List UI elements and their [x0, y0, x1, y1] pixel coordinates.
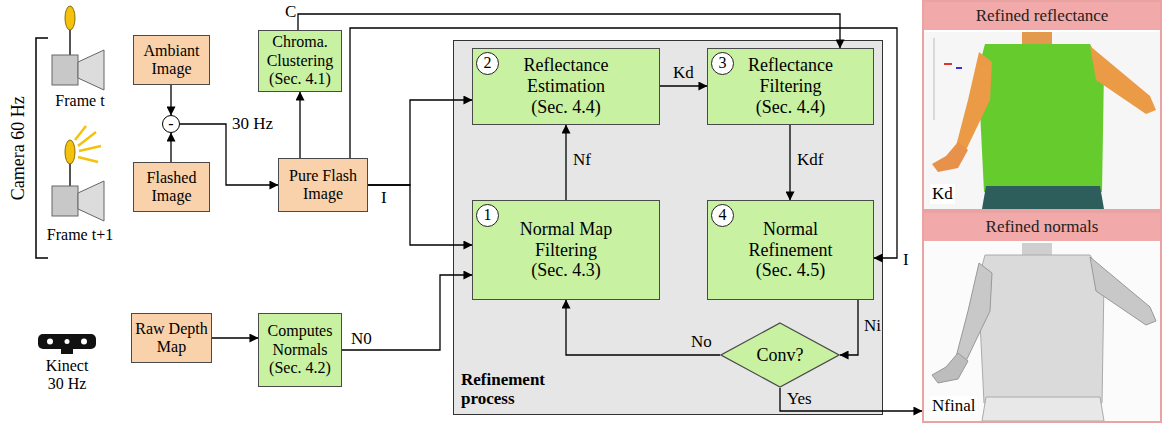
edge-label: Yes [786, 389, 813, 409]
arm [956, 263, 992, 361]
box-label: Raw Depth Map [135, 320, 208, 357]
box-label: Normal Map Filtering (Sec. 4.3) [516, 219, 616, 281]
box-label: Reflectance Estimation (Sec. 4.4) [516, 55, 616, 117]
edge-label: I [902, 250, 910, 270]
camera-body [52, 55, 78, 85]
camera-body [52, 186, 78, 216]
diamond-shape [721, 323, 839, 387]
flow-arrow [170, 133, 171, 162]
image-ground [924, 243, 1160, 421]
neck [1022, 32, 1052, 46]
kinect-sensor [47, 339, 53, 345]
box-label: - [168, 116, 173, 132]
edge-label: Kd [672, 63, 695, 83]
process-box: 2 Reflectance Estimation (Sec. 4.4) [472, 48, 660, 125]
shirt [978, 255, 1104, 403]
scene-mark [944, 63, 952, 65]
flow-arrow [212, 337, 258, 338]
lamp-stand [69, 30, 71, 55]
callout-number: 2 [476, 52, 499, 75]
result-panel: Refined reflectanceKd [922, 0, 1162, 211]
process-box: Computes Normals (Sec. 4.2) [258, 313, 342, 387]
box-label: Ambiant Image [137, 42, 206, 79]
shirt [978, 44, 1104, 192]
reflectance-image [924, 32, 1160, 209]
callout-number: 3 [711, 52, 734, 75]
box-label: Flashed Image [137, 169, 206, 206]
camera-icon [52, 126, 104, 221]
device-label: Kinect 30 Hz [37, 357, 97, 394]
flow-arrow [299, 92, 300, 158]
flash-ray [78, 157, 98, 162]
input-box: Flashed Image [133, 162, 210, 212]
edge-label: No [690, 332, 713, 352]
edge-label: Kdf [796, 150, 824, 170]
edge-label: C [284, 2, 297, 22]
bracket [36, 38, 48, 258]
normals-image [924, 243, 1160, 421]
lamp-stand [69, 164, 71, 186]
flash-ray [75, 126, 86, 140]
decision-diamond: Conv? [720, 322, 840, 388]
process-group: Refinement process 2 Reflectance Estimatio… [453, 40, 883, 415]
hand [932, 353, 968, 383]
box-label: Reflectance Filtering (Sec. 4.4) [741, 55, 841, 117]
scene-mark [956, 67, 962, 69]
panel-heading: Refined reflectance [924, 2, 1160, 30]
camera-lens [78, 181, 104, 221]
device-label: Frame t+1 [35, 226, 125, 244]
process-box: 3 Reflectance Filtering (Sec. 4.4) [707, 48, 874, 125]
lamp [65, 6, 75, 30]
lamp [65, 140, 75, 164]
box-label: Computes Normals (Sec. 4.2) [262, 322, 338, 377]
edge-label: Nf [572, 150, 592, 170]
kinect-icon [38, 334, 96, 354]
input-box: Ambiant Image [133, 35, 210, 85]
input-box: Pure Flash Image [278, 158, 368, 212]
image-label: Kd [930, 184, 955, 204]
flash-ray [79, 146, 101, 151]
edge-label: I [380, 188, 388, 208]
process-box: 4Normal Refinement (Sec. 4.5) [707, 200, 874, 300]
process-box: Chroma. Clustering (Sec. 4.1) [258, 30, 342, 92]
box-label: Pure Flash Image [282, 167, 364, 204]
edge-label: Ni [863, 316, 882, 336]
box-label: Normal Refinement (Sec. 4.5) [741, 219, 841, 281]
image-ground [924, 32, 1160, 209]
device-label: Frame t [45, 92, 115, 110]
group-title: Refinement process [461, 370, 561, 409]
jeans [982, 397, 1104, 421]
image-label: Nfinal [930, 396, 977, 416]
arm [1090, 46, 1156, 114]
kinect-sensor [65, 339, 70, 344]
arm [1090, 257, 1156, 325]
process-box: 1Normal Map Filtering (Sec. 4.3) [472, 200, 660, 300]
flow-arrow [170, 85, 171, 115]
input-box: Raw Depth Map [131, 313, 212, 363]
kinect-sensor [81, 339, 87, 345]
edge-label: 30 Hz [231, 114, 274, 134]
arm [956, 52, 992, 150]
camera-icon [52, 6, 104, 90]
scene-line [934, 38, 935, 120]
panel-heading: Refined normals [924, 213, 1160, 241]
kinect-stand [61, 349, 73, 354]
result-panel: Refined normalsNfinal [922, 211, 1162, 423]
hand [932, 142, 968, 172]
box-label: Conv? [757, 345, 804, 366]
camera-lens [78, 50, 104, 90]
callout-number: 1 [476, 204, 499, 227]
edge-label: N0 [350, 329, 373, 349]
callout-number: 4 [711, 204, 734, 227]
subtract-operator: - [162, 115, 180, 133]
jeans [982, 186, 1104, 209]
kinect-body [38, 334, 96, 349]
box-label: Chroma. Clustering (Sec. 4.1) [262, 33, 338, 88]
axis-label: Camera 60 Hz [8, 48, 29, 248]
